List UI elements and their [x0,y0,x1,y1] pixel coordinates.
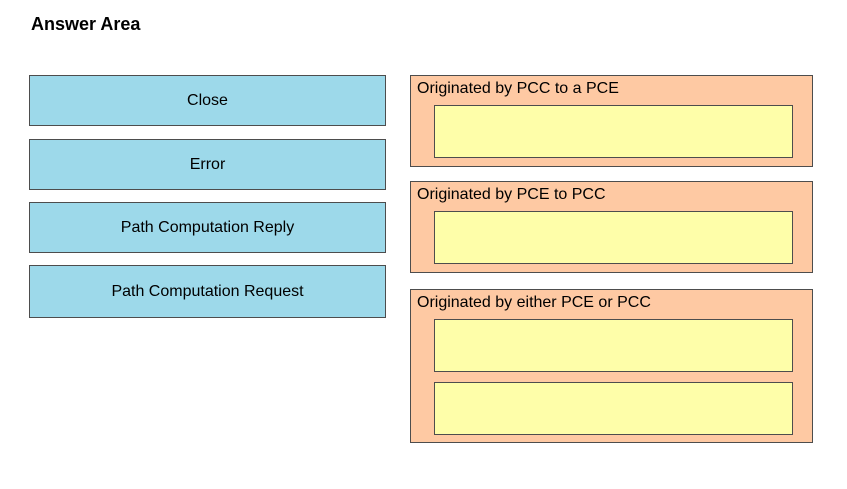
target-group-either: Originated by either PCE or PCC [410,289,813,443]
choice-path-computation-reply[interactable]: Path Computation Reply [29,202,386,253]
choice-error[interactable]: Error [29,139,386,190]
target-group-pce-to-pcc: Originated by PCE to PCC [410,181,813,273]
drop-slot-pcc-to-pce[interactable] [434,105,793,158]
answer-area-title: Answer Area [31,14,141,34]
drop-slot-either-1[interactable] [434,319,793,372]
choice-close[interactable]: Close [29,75,386,126]
target-group-label: Originated by PCE to PCC [417,186,606,203]
target-group-label: Originated by PCC to a PCE [417,80,619,97]
drop-slot-either-2[interactable] [434,382,793,435]
choice-path-computation-request[interactable]: Path Computation Request [29,265,386,318]
drop-slot-pce-to-pcc[interactable] [434,211,793,264]
target-group-pcc-to-pce: Originated by PCC to a PCE [410,75,813,167]
target-group-label: Originated by either PCE or PCC [417,294,651,311]
